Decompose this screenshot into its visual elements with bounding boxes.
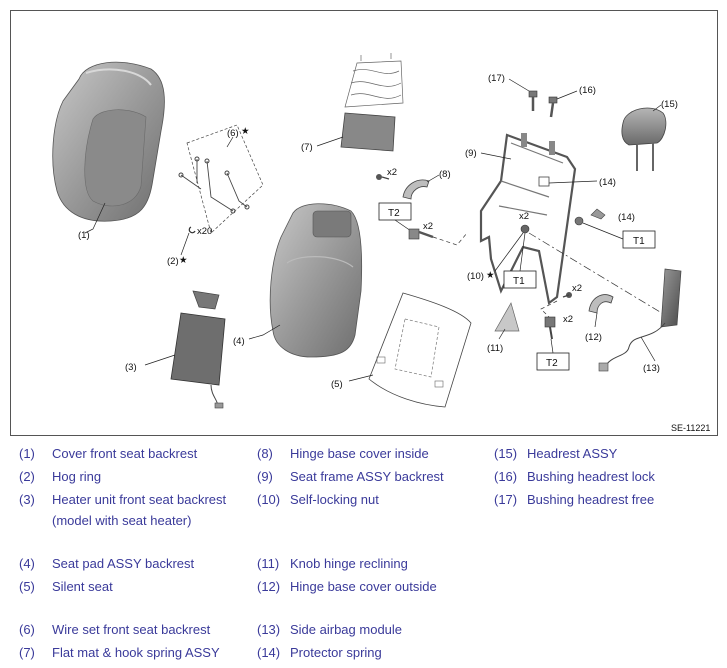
part-seat-frame [479,133,577,305]
callout-2: (2) [167,256,179,267]
part-silent-seat [368,292,472,408]
callout-16: (16) [579,85,596,96]
part-headrest [621,107,667,171]
torque-box-t2-lower: T2 [536,352,570,371]
callout-12: (12) [585,332,602,343]
screw-lower-qty: x2 [572,283,582,294]
part-screw-upper [376,174,390,180]
callout-9: (9) [465,148,477,159]
star-2-icon: ★ [179,255,188,266]
leader-3 [144,354,176,366]
part-bolt-bottom [544,316,556,340]
torque-box-t1-middle: T1 [503,270,537,289]
exploded-parts-diagram: (1) (6) ★ x20 (2) ★ (3) (4) [10,10,718,436]
svg-text:T2: T2 [388,208,400,219]
leader-1 [84,202,106,234]
dash-line-lower [540,300,558,318]
dash-line-upper [432,232,468,246]
leader-14a [548,180,598,184]
parts-legend: (1)Cover front seat backrest (2)Hog ring… [19,446,655,660]
leader-9 [480,152,512,160]
leader-12 [594,312,598,328]
nut-middle-qty: x2 [519,211,529,222]
callout-14a: (14) [599,177,616,188]
dash-line-frame [528,232,666,316]
callout-1: (1) [78,230,90,241]
part-bushing-headrest-lock [548,96,558,118]
svg-text:T1: T1 [633,236,645,247]
leader-4 [248,324,281,340]
part-screw-lower [562,292,572,298]
part-self-locking-nut [520,224,530,234]
callout-6: (6) [227,128,239,139]
callout-10: (10) [467,271,484,282]
callout-14b: (14) [618,212,635,223]
torque-box-t2-upper: T2 [378,202,412,221]
star-6-icon: ★ [241,126,250,137]
part-knob-hinge-reclining [494,302,520,332]
callout-7: (7) [301,142,313,153]
torque-box-t1-right: T1 [622,230,656,249]
part-hinge-base-cover-outside [588,294,614,314]
callout-17: (17) [488,73,505,84]
leader-t1-middle [519,232,526,272]
leader-11 [498,328,506,340]
part-protector-spring-lower [590,208,606,220]
part-hinge-base-cover-inside [402,179,430,200]
bolt-bottom-qty: x2 [563,314,573,325]
part-bushing-headrest-free [528,90,538,111]
figure-code: SE-11221 [671,423,710,433]
leader-16 [556,90,578,100]
part-wire-set [178,124,264,234]
leader-8 [426,174,440,183]
callout-8: (8) [439,169,451,180]
callout-3: (3) [125,362,137,373]
leader-t1-right [582,222,624,240]
svg-text:T1: T1 [513,276,525,287]
bolt-qty: x2 [423,221,433,232]
callout-11: (11) [487,343,503,354]
leader-7 [316,136,344,147]
leader-15 [652,104,662,112]
callout-4: (4) [233,336,245,347]
part-cover-front-seat-backrest [52,61,165,222]
part-side-airbag-module [598,268,682,372]
leader-6 [226,136,234,148]
svg-text:T2: T2 [546,358,558,369]
part-heater-unit [170,290,226,409]
part-flat-mat-hook-spring [340,53,404,152]
part-seat-pad [269,203,363,358]
part-hog-ring [188,226,196,234]
screw-upper-qty: x2 [387,167,397,178]
part-nut-right [574,216,584,226]
hog-ring-qty: x20 [197,226,212,237]
leader-t2-upper [394,219,412,232]
leader-5 [348,374,374,382]
callout-13: (13) [643,363,660,374]
callout-15: (15) [661,99,678,110]
callout-5: (5) [331,379,343,390]
leader-10 [494,232,524,272]
part-hinge-bolt [408,228,434,240]
leader-t2-lower [550,338,554,354]
leader-17 [508,78,530,92]
part-protector-spring-upper [538,176,550,187]
star-10-icon: ★ [486,270,495,281]
leader-2 [180,232,190,256]
leader-13 [640,336,656,362]
